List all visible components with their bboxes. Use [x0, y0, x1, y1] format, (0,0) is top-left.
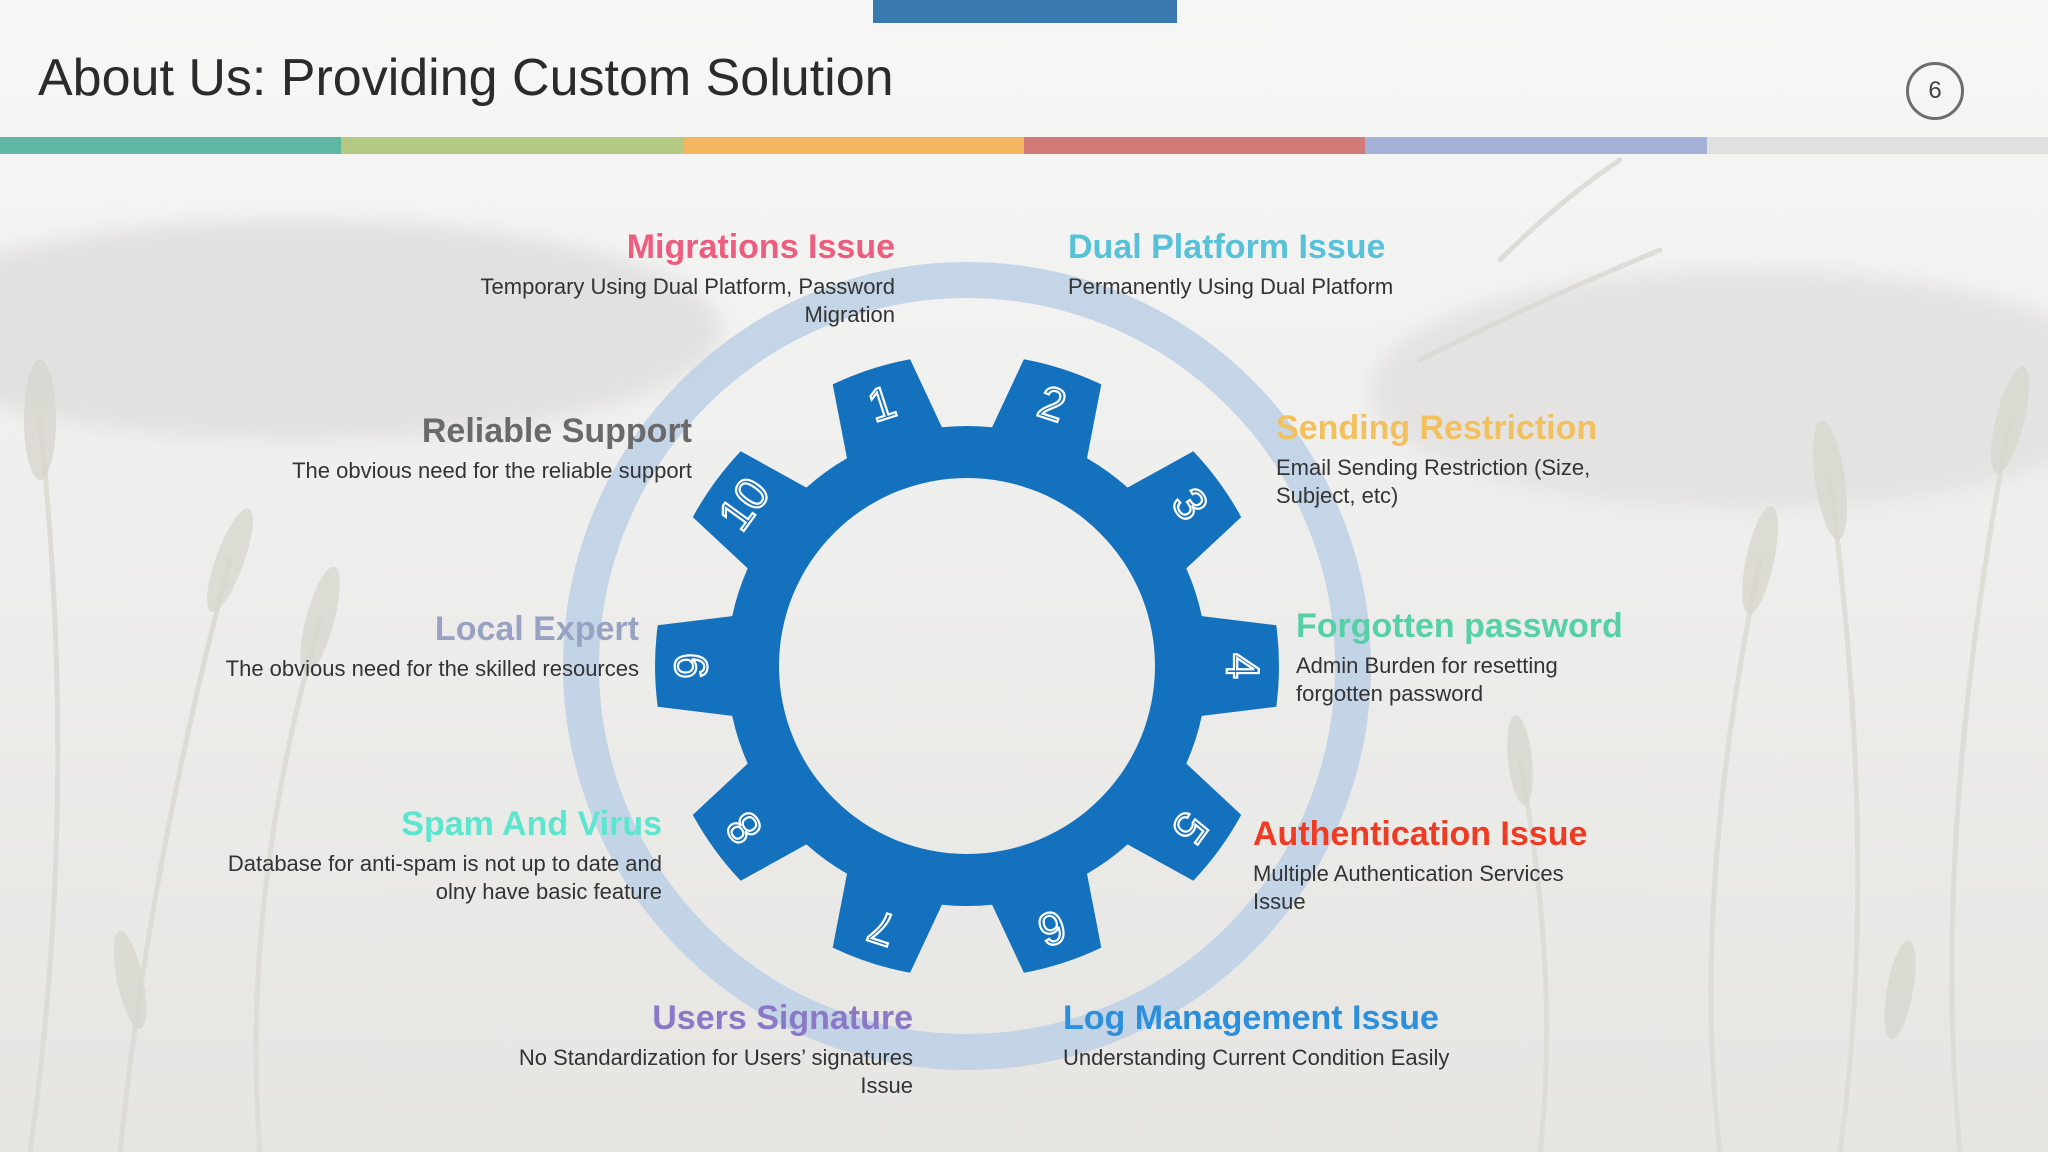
gear-icon — [655, 359, 1279, 973]
forgotten-password-description: Admin Burden for resetting forgotten pas… — [1296, 653, 1558, 707]
migrations-issue-description: Temporary Using Dual Platform, Password … — [480, 274, 895, 328]
page-title: About Us: Providing Custom Solution — [38, 49, 894, 107]
item-forgotten-password: Forgotten password Admin Burden for rese… — [1296, 607, 1623, 708]
spam-and-virus-heading: Spam And Virus — [401, 805, 662, 843]
color-stripe-3 — [682, 137, 1024, 154]
outer-ring — [563, 262, 1371, 1070]
reliable-support-heading: Reliable Support — [421, 412, 692, 450]
page-number-badge: 6 — [1906, 62, 1964, 120]
local-expert-heading: Local Expert — [434, 610, 639, 648]
log-management-issue-heading: Log Management Issue — [1063, 999, 1439, 1037]
page-number: 6 — [1928, 77, 1942, 104]
item-reliable-support: Reliable Support The obvious need for th… — [252, 412, 692, 485]
item-dual-platform-issue: Dual Platform Issue Permanently Using Du… — [1068, 228, 1508, 301]
sending-restriction-description: Email Sending Restriction (Size, Subject… — [1276, 455, 1591, 509]
authentication-issue-heading: Authentication Issue — [1253, 815, 1588, 853]
color-stripe-2 — [341, 137, 683, 154]
dual-platform-issue-description: Permanently Using Dual Platform — [1068, 274, 1394, 300]
item-log-management-issue: Log Management Issue Understanding Curre… — [1063, 999, 1463, 1072]
sending-restriction-heading: Sending Restriction — [1276, 409, 1598, 447]
color-stripe-1 — [0, 137, 342, 154]
item-migrations-issue: Migrations Issue Temporary Using Dual Pl… — [455, 228, 895, 329]
local-expert-description: The obvious need for the skilled resourc… — [225, 656, 639, 682]
item-local-expert: Local Expert The obvious need for the sk… — [199, 610, 639, 683]
item-spam-and-virus: Spam And Virus Database for anti-spam is… — [222, 805, 662, 906]
log-management-issue-description: Understanding Current Condition Easily — [1063, 1045, 1450, 1071]
color-stripe-6 — [1706, 137, 2048, 154]
gear-number-4: 4 — [1217, 653, 1269, 679]
top-tab-accent — [873, 0, 1177, 23]
item-sending-restriction: Sending Restriction Email Sending Restri… — [1276, 409, 1616, 510]
forgotten-password-heading: Forgotten password — [1296, 607, 1623, 645]
item-users-signature: Users Signature No Standardization for U… — [473, 999, 913, 1100]
migrations-issue-heading: Migrations Issue — [626, 228, 895, 266]
users-signature-heading: Users Signature — [652, 999, 913, 1037]
gear-number-9: 9 — [665, 653, 717, 679]
reliable-support-description: The obvious need for the reliable suppor… — [292, 458, 692, 484]
item-authentication-issue: Authentication Issue Multiple Authentica… — [1253, 815, 1593, 916]
dual-platform-issue-heading: Dual Platform Issue — [1068, 228, 1386, 266]
color-stripe-4 — [1023, 137, 1366, 154]
users-signature-description: No Standardization for Users’ signatures… — [518, 1045, 913, 1099]
color-stripe-5 — [1365, 137, 1707, 154]
authentication-issue-description: Multiple Authentication Services Issue — [1253, 861, 1564, 915]
color-stripe-bar — [0, 137, 2048, 154]
spam-and-virus-description: Database for anti-spam is not up to date… — [227, 851, 662, 905]
